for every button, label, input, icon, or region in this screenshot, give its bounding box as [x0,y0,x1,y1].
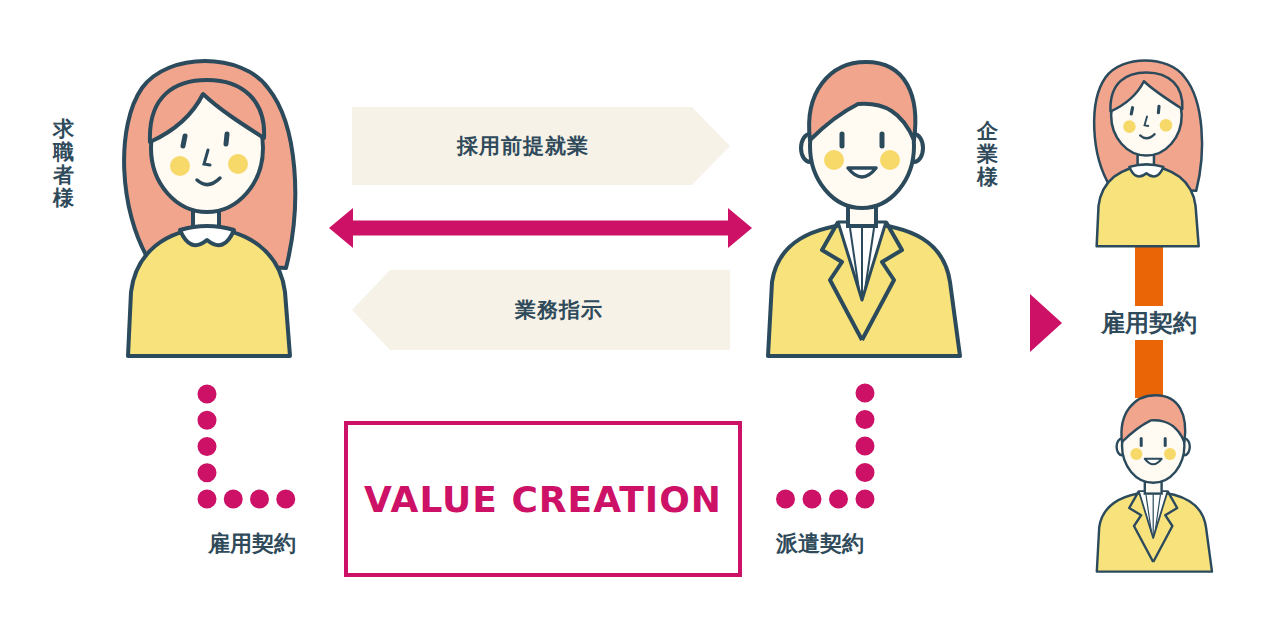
contract-label: 雇用契約 [1097,306,1201,340]
vertical-label: 企業様 [977,120,998,189]
small-woman-figure [1094,60,1202,246]
dotted-connector [207,394,286,499]
job-seeker-node: 求職者様 [123,60,291,356]
arrow-box: 採用前提就業 [352,107,730,185]
job-seeker-figure [124,61,295,356]
dotted-connector [785,393,865,499]
company-figure [768,62,960,356]
value-text: VALUE CREATION [364,479,722,520]
small-man-figure [1097,395,1212,571]
value-box: VALUE CREATION [344,421,742,577]
double-arrow [353,221,728,236]
contract-label: 雇用契約 [205,529,299,559]
arrow-text: 業務指示 [515,296,603,324]
vertical-label: 求職者様 [53,118,74,210]
result-triangle [1030,294,1062,352]
contract-label: 派遣契約 [773,529,867,559]
arrow-box: 業務指示 [352,270,730,350]
company-node: 企業様 [765,62,965,355]
arrow-text: 採用前提就業 [457,132,589,160]
